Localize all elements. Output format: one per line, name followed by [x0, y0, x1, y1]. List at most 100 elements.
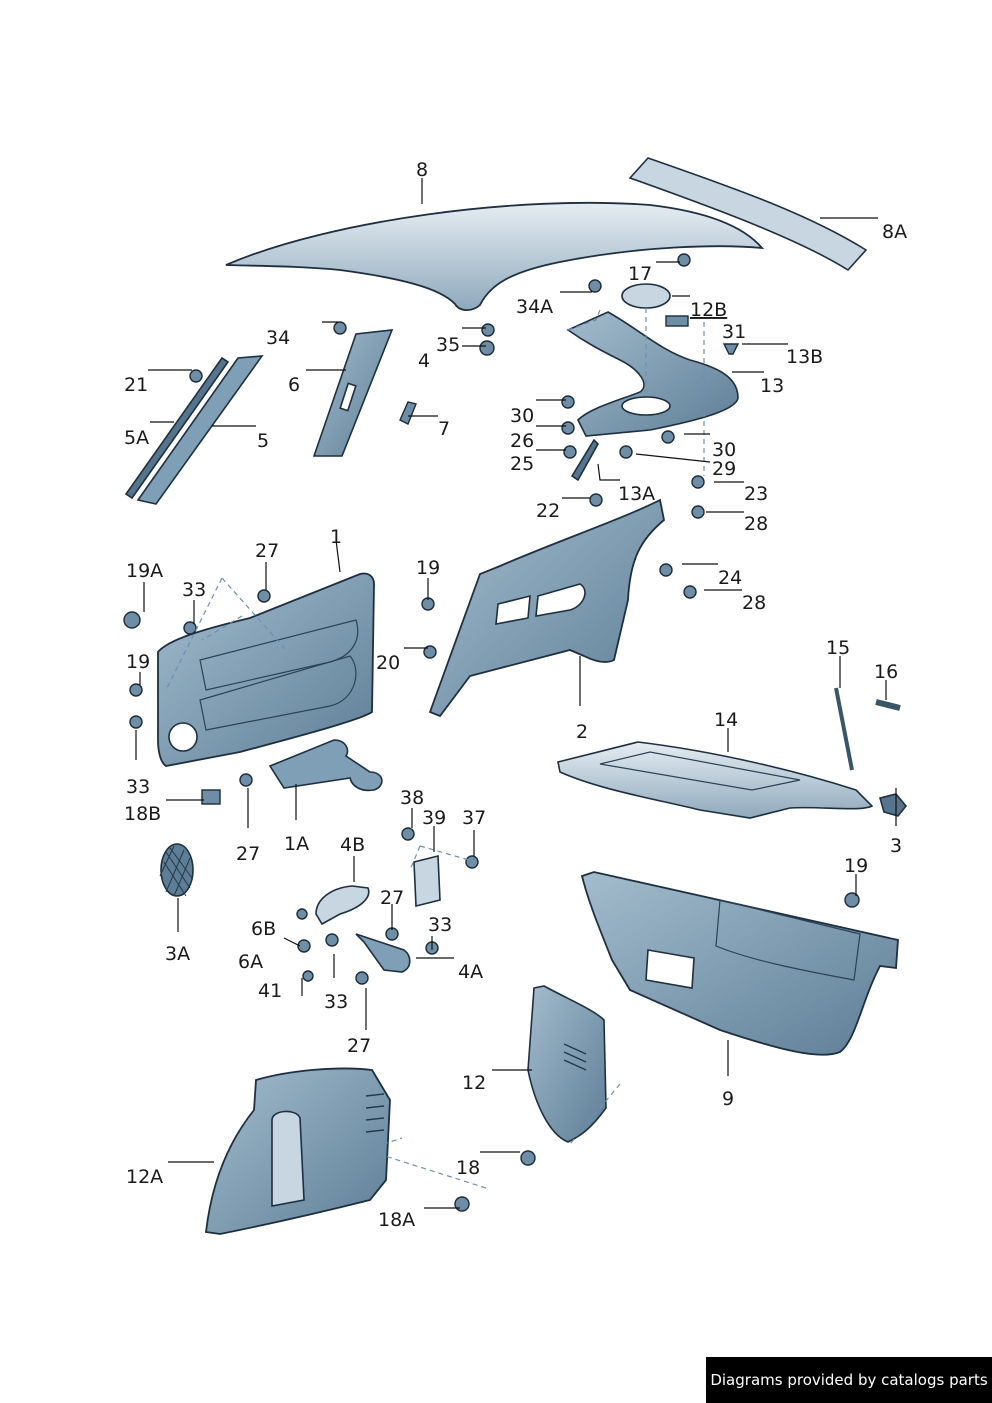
door-panel-lower-pocket — [199, 655, 357, 731]
label-33c: 33 — [428, 914, 452, 936]
fastener-25 — [563, 445, 577, 459]
label-12b: 12B — [690, 299, 727, 321]
label-8: 8 — [416, 159, 428, 181]
pillar-trim-part-5 — [136, 355, 264, 505]
fastener-38 — [401, 827, 415, 841]
door-speaker-opening — [168, 722, 198, 752]
label-30a: 30 — [510, 405, 534, 427]
label-30b: 30 — [712, 439, 736, 461]
label-13: 13 — [760, 375, 784, 397]
label-4a: 4A — [458, 961, 483, 983]
label-6: 6 — [288, 374, 300, 396]
label-5a: 5A — [124, 427, 149, 449]
label-2: 2 — [576, 721, 588, 743]
label-8a: 8A — [882, 221, 907, 243]
fastener-4 — [481, 323, 495, 337]
label-33b: 33 — [126, 776, 150, 798]
leader-lines — [135, 178, 897, 1209]
fastener-19a — [123, 611, 141, 629]
fastener-top — [677, 253, 691, 267]
stop-part-3 — [879, 793, 908, 817]
label-7: 7 — [438, 418, 450, 440]
label-24: 24 — [718, 567, 742, 589]
rear-trim-part-9 — [580, 871, 899, 1056]
fastener-18a — [454, 1196, 470, 1212]
fastener-35 — [479, 340, 495, 356]
credit-banner: Diagrams provided by catalogs parts — [706, 1357, 992, 1403]
fastener-28a — [691, 505, 705, 519]
label-27d: 27 — [347, 1035, 371, 1057]
fastener-21 — [189, 369, 203, 383]
grab-clip-part-7 — [399, 401, 417, 425]
parcel-shelf-part-14 — [557, 741, 874, 819]
fastener-30a — [561, 395, 575, 409]
wheel-arch-bottle-holder — [271, 1110, 305, 1207]
bracket-part-13a — [570, 438, 599, 482]
label-19a: 19A — [126, 560, 163, 582]
label-3: 3 — [890, 835, 902, 857]
pillar-trim-part-5a — [124, 356, 230, 500]
label-9: 9 — [722, 1088, 734, 1110]
label-27a: 27 — [255, 540, 279, 562]
wheel-arch-grille — [365, 1093, 385, 1133]
clip-part-18b — [201, 789, 221, 805]
handle-cover-part-4b — [315, 885, 370, 926]
fastener-33d — [325, 933, 339, 947]
label-12: 12 — [462, 1072, 486, 1094]
label-22: 22 — [536, 500, 560, 522]
pull-handle-part-1a — [268, 739, 383, 792]
label-41: 41 — [258, 980, 282, 1002]
label-14: 14 — [714, 709, 738, 731]
label-4b: 4B — [340, 834, 365, 856]
pillar-slot — [339, 382, 357, 412]
label-6b: 6B — [251, 918, 276, 940]
label-17: 17 — [628, 263, 652, 285]
parcel-shelf-inset — [599, 751, 801, 791]
label-27b: 27 — [236, 843, 260, 865]
label-39: 39 — [422, 807, 446, 829]
fastener-19b — [129, 683, 143, 697]
label-28a: 28 — [744, 513, 768, 535]
rear-panel-handle-recess — [495, 594, 531, 625]
label-16: 16 — [874, 661, 898, 683]
label-23: 23 — [744, 483, 768, 505]
label-19c: 19 — [416, 557, 440, 579]
fastener-27d — [355, 971, 369, 985]
label-18: 18 — [456, 1157, 480, 1179]
label-34a: 34A — [516, 296, 553, 318]
label-21: 21 — [124, 374, 148, 396]
rivet-part-31 — [722, 343, 740, 355]
label-6a: 6A — [238, 951, 263, 973]
pin-part-16 — [875, 699, 901, 711]
side-trim-part-12 — [527, 985, 607, 1143]
label-3a: 3A — [165, 943, 190, 965]
grille-mesh — [159, 845, 193, 897]
fastener-28b — [683, 585, 697, 599]
bracket-part-39 — [413, 854, 441, 908]
fastener-41 — [302, 970, 314, 982]
fastener-6a — [297, 939, 311, 953]
label-15: 15 — [826, 637, 850, 659]
fastener-30b — [661, 430, 675, 444]
label-27c: 27 — [380, 887, 404, 909]
fastener-33b — [129, 715, 143, 729]
fastener-6b — [296, 908, 308, 920]
rear-trim-latch-recess — [645, 949, 695, 989]
label-19d: 19 — [844, 855, 868, 877]
fastener-22 — [589, 493, 603, 507]
label-29: 29 — [712, 458, 736, 480]
fastener-29 — [619, 445, 633, 459]
label-1: 1 — [330, 526, 342, 548]
headliner-part-8 — [225, 201, 765, 312]
fastener-19d — [844, 892, 860, 908]
speaker-opening — [621, 396, 671, 416]
fastener-33a — [183, 621, 197, 635]
label-13b: 13B — [786, 346, 823, 368]
speaker-cover-part-17 — [621, 283, 671, 309]
assembly-lines — [165, 308, 705, 1189]
label-12a: 12A — [126, 1166, 163, 1188]
label-28b: 28 — [742, 592, 766, 614]
fastener-37 — [465, 855, 479, 869]
label-13a: 13A — [618, 483, 655, 505]
label-31: 31 — [722, 321, 746, 343]
